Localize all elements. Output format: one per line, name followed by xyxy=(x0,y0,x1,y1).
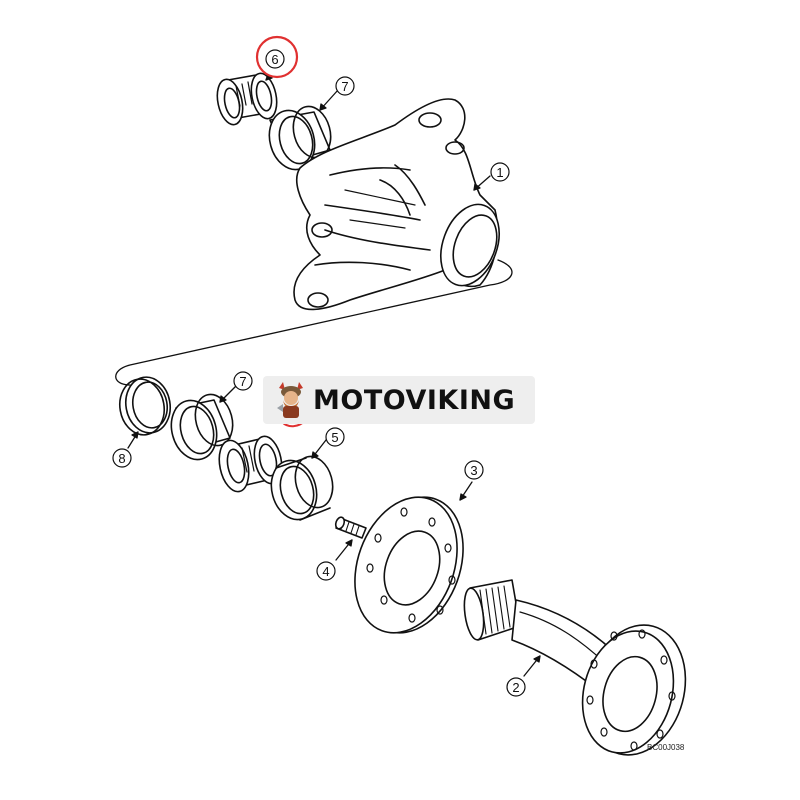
callout-6[interactable]: 6 xyxy=(255,35,299,79)
part-7-bearing-cup-middle xyxy=(170,393,234,461)
callout-5-label: 5 xyxy=(331,430,338,445)
part-7-bearing-cup-top xyxy=(268,105,332,171)
figure-code: BC00J038 xyxy=(647,743,685,752)
callout-7-middle-label: 7 xyxy=(239,374,246,389)
callout-8[interactable]: 8 xyxy=(112,448,132,468)
part-3-flange-plate xyxy=(354,496,464,634)
callout-6-label: 6 xyxy=(271,52,278,67)
part-4-wheel-stud xyxy=(334,516,367,539)
part-5-bearing-cup xyxy=(270,455,334,521)
callout-2-label: 2 xyxy=(512,680,519,695)
part-8-seal-ring xyxy=(118,376,172,436)
part-1-hub-housing xyxy=(293,98,500,311)
leader-lines xyxy=(127,73,541,677)
callout-2[interactable]: 2 xyxy=(506,677,526,697)
callout-3-label: 3 xyxy=(470,463,477,478)
assembly-guide-line xyxy=(115,259,513,386)
part-6-roller-bearing-top xyxy=(216,72,278,126)
callout-7-top-label: 7 xyxy=(341,79,348,94)
callout-8-label: 8 xyxy=(118,451,125,466)
viking-mascot-icon xyxy=(277,382,303,418)
callout-1-label: 1 xyxy=(496,165,503,180)
callout-1[interactable]: 1 xyxy=(490,162,510,182)
callout-4[interactable]: 4 xyxy=(316,561,336,581)
callout-5[interactable]: 5 xyxy=(325,427,345,447)
callout-4-label: 4 xyxy=(322,564,329,579)
callout-7-middle[interactable]: 7 xyxy=(233,371,253,391)
brand-name: MOTOVIKING xyxy=(313,384,516,416)
brand-watermark: MOTOVIKING xyxy=(263,376,535,424)
part-2-axle-shaft xyxy=(463,579,687,756)
callout-7-top[interactable]: 7 xyxy=(335,76,355,96)
callout-3[interactable]: 3 xyxy=(464,460,484,480)
